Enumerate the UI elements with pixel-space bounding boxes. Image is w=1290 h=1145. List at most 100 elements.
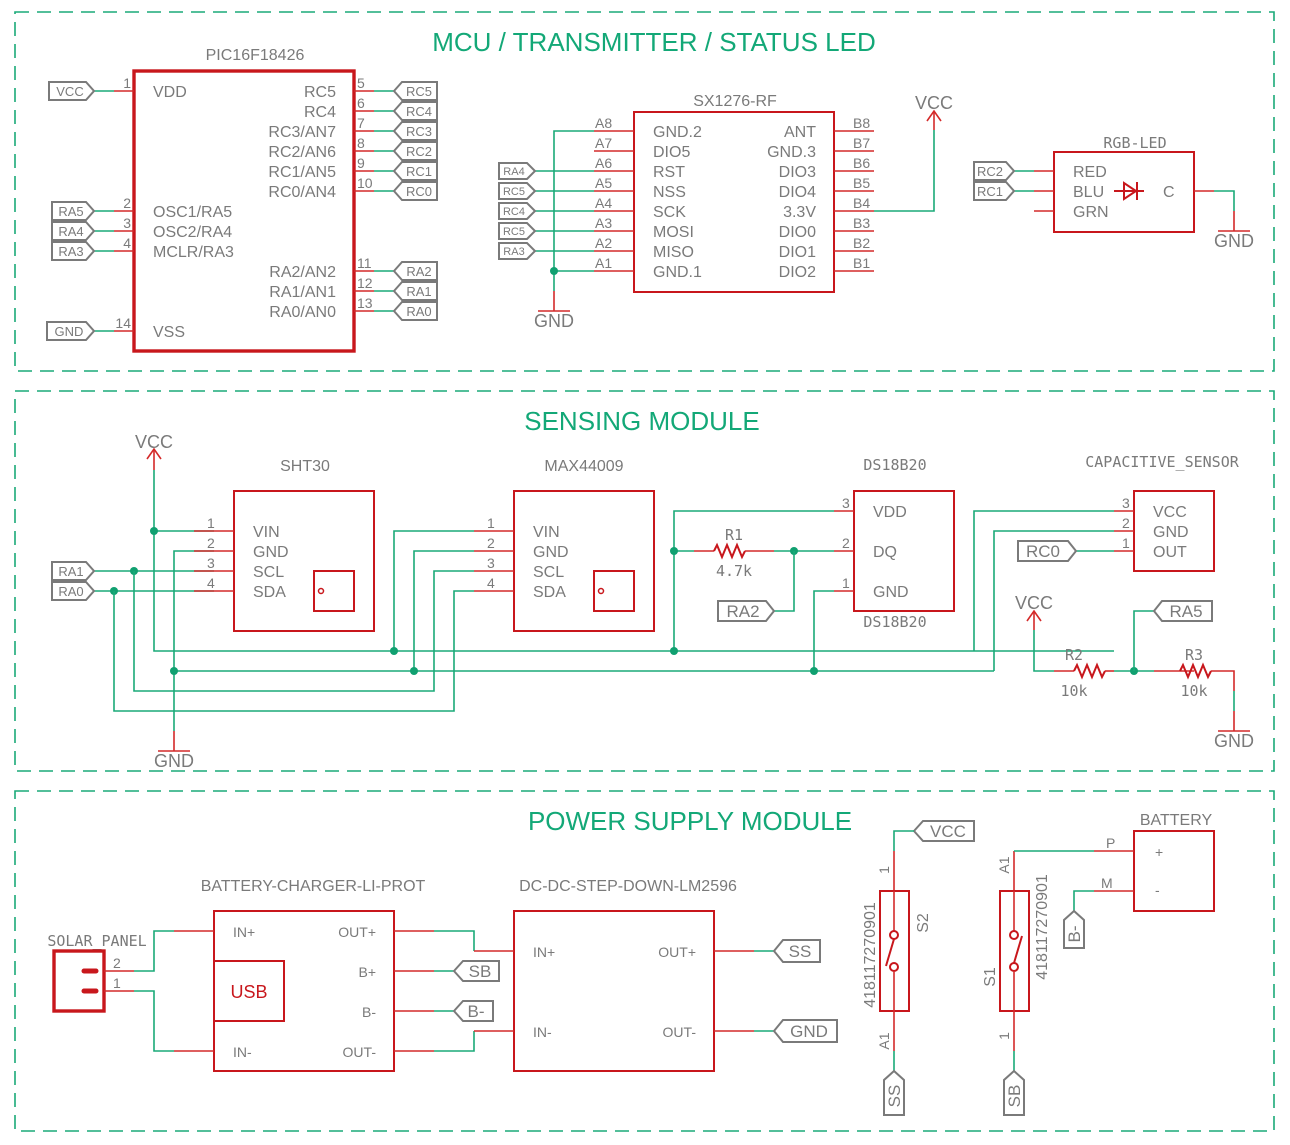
label: VCC <box>56 84 83 99</box>
label: GND <box>1214 731 1254 751</box>
label: DQ <box>873 544 897 561</box>
label: SCK <box>653 204 686 221</box>
solar-panel-connector[interactable]: SOLAR_PANEL 2 1 <box>47 930 174 1052</box>
sensing-wires <box>94 447 1114 752</box>
component-outline <box>593 570 635 612</box>
label: DS18B20 <box>863 613 926 631</box>
label: B1 <box>853 255 870 271</box>
label: 2 <box>113 955 121 971</box>
wire-path <box>993 530 1114 671</box>
wire-segment <box>885 938 895 967</box>
label: A4 <box>595 195 612 211</box>
label: B6 <box>853 155 870 171</box>
junction-dot <box>889 962 899 972</box>
dc-dc-converter[interactable]: DC-DC-STEP-DOWN-LM2596 IN+ IN- OUT+ OUT-… <box>474 878 838 1072</box>
sht30-sensor[interactable]: SHT30 1 2 3 4 VIN GND SCL SDA <box>194 458 375 632</box>
junction-dot <box>410 667 418 675</box>
label: SCL <box>253 564 284 581</box>
label: DIO4 <box>779 184 816 201</box>
junction-dot <box>170 667 178 675</box>
wire-path <box>1073 662 1106 680</box>
label: - <box>1155 882 1160 898</box>
net-flag-shape <box>392 81 438 101</box>
wire-path <box>553 130 594 291</box>
net-flag-shape <box>772 1019 838 1043</box>
label: RA3 <box>58 244 83 259</box>
ra2-net-flag <box>717 600 776 622</box>
label: VSS <box>153 324 185 341</box>
label: MAX44009 <box>544 458 623 475</box>
label: RC5 <box>503 186 525 198</box>
label: 418117270901 <box>1034 874 1051 980</box>
label: RC5 <box>406 84 432 99</box>
label: VCC <box>1015 593 1053 613</box>
mcu-left-pins: 1 2 3 4 14 VDD OSC1/RA5 OSC2/RA4 MCLR/RA… <box>94 75 234 341</box>
label: GND <box>1153 524 1189 541</box>
label: 1 <box>842 575 850 591</box>
wire-path <box>1214 190 1235 211</box>
label: RC2 <box>977 164 1003 179</box>
label: R3 <box>1185 646 1203 664</box>
wire-segment <box>1013 935 1023 964</box>
switch-s1[interactable]: A1 1 418117270901 S1 SB <box>982 851 1051 1116</box>
label: RC3 <box>406 124 432 139</box>
mcu-chip[interactable]: PIC16F18426 1 2 3 4 14 VDD OSC1/RA5 OSC2… <box>46 47 438 353</box>
switch-s2[interactable]: VCC 1 A1 418117270901 S2 SS <box>862 820 975 1116</box>
wire-path <box>146 447 162 460</box>
net-flag-shape <box>392 141 438 161</box>
rgb-led[interactable]: RGB-LED RED BLU GRN C RC2 RC1 GND <box>973 134 1254 251</box>
label: 4 <box>123 235 131 251</box>
label: A5 <box>595 175 612 191</box>
label: B- <box>362 1004 376 1020</box>
ds18b20-sensor[interactable]: DS18B20 3 2 1 VDD DQ GND DS18B20 <box>834 456 955 631</box>
label: DC-DC-STEP-DOWN-LM2596 <box>519 878 737 895</box>
label: 6 <box>357 95 365 111</box>
mcu-right-net-flags: RC5 RC4 RC3 RC2 RC1 RC0 RA2 RA1 RA0 <box>392 81 438 321</box>
wire-path <box>434 930 475 951</box>
resistor-r1[interactable]: R1 4.7k <box>694 526 774 580</box>
label: MISO <box>653 244 694 261</box>
rf-module[interactable]: SX1276-RF A8 A7 A6 A5 A4 A3 A2 A1 GND.2 … <box>498 93 953 331</box>
label: M <box>1101 875 1113 891</box>
label: A7 <box>595 135 612 151</box>
junction-dot <box>550 267 558 275</box>
wire-path <box>1026 609 1042 622</box>
net-flag-shape <box>498 202 537 220</box>
voltage-divider[interactable]: VCC GND R2 10k R3 10k RA5 <box>1015 593 1254 751</box>
label: USB <box>230 982 267 1002</box>
max44009-sensor[interactable]: MAX44009 1 2 3 4 VIN GND SCL SDA <box>474 458 655 632</box>
label: NSS <box>653 184 686 201</box>
label: RC5 <box>304 84 336 101</box>
capacitive-sensor[interactable]: CAPACITIVE_SENSOR 3 2 1 VCC GND OUT <box>1085 453 1240 572</box>
wire-path <box>134 930 174 972</box>
net-flag-shape <box>392 181 438 201</box>
battery[interactable]: BATTERY P M + - B- <box>1014 812 1215 949</box>
label: MOSI <box>653 224 694 241</box>
label: SOLAR_PANEL <box>47 932 146 950</box>
label: RC0 <box>406 184 432 199</box>
net-flag-shape <box>392 301 438 321</box>
label: A8 <box>595 115 612 131</box>
label: VIN <box>533 524 560 541</box>
label: GND.1 <box>653 264 702 281</box>
label: B- <box>1065 926 1084 943</box>
label: P <box>1106 835 1115 851</box>
wire-path <box>133 570 474 692</box>
net-flag-shape <box>498 182 537 200</box>
net-flag-shape <box>1152 600 1213 622</box>
section-frame-sensing <box>14 390 1275 772</box>
wire-path <box>874 130 935 212</box>
label: RA2 <box>726 602 759 621</box>
label: VDD <box>873 504 907 521</box>
label: RC5 <box>503 226 525 238</box>
net-flag-shape <box>51 221 96 241</box>
component-outline <box>213 960 285 1022</box>
net-flag-shape <box>973 161 1016 181</box>
label: RA0 <box>406 304 431 319</box>
wire-path <box>134 990 174 1052</box>
label: DIO1 <box>779 244 816 261</box>
wire-path <box>1033 630 1054 672</box>
junction-dot <box>317 587 325 595</box>
battery-charger[interactable]: BATTERY-CHARGER-LI-PROT USB IN+ IN- OUT+… <box>174 878 500 1072</box>
